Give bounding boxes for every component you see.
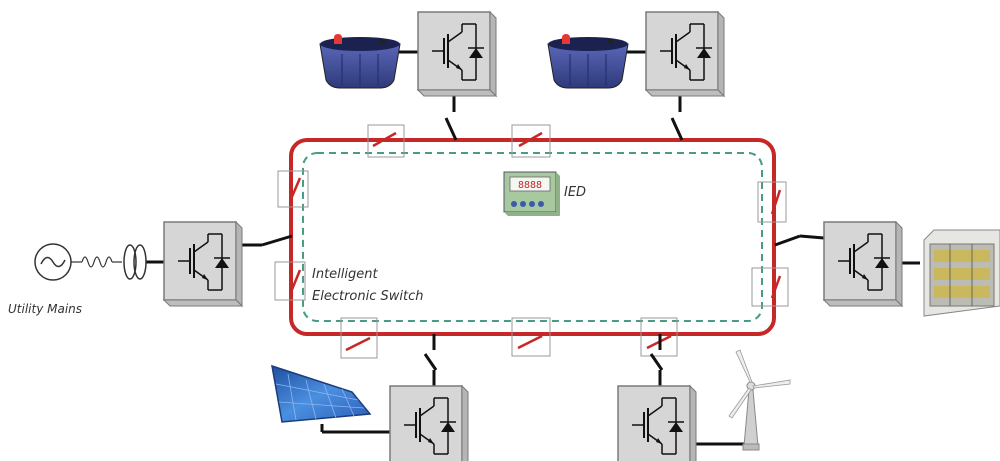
battery-icon — [547, 33, 629, 89]
converter-right — [823, 221, 903, 307]
ac-source-icon — [34, 243, 147, 281]
dashed-control-bus — [302, 152, 763, 322]
converter-left — [163, 221, 243, 307]
converter-bottom-right — [617, 385, 697, 461]
ring-bus — [289, 138, 776, 336]
switch-label-line1: Intelligent — [312, 267, 378, 282]
converter-bottom-left — [389, 385, 469, 461]
svg-text:8888: 8888 — [518, 180, 542, 191]
switch-contacts — [289, 131, 782, 352]
ied-label: IED — [564, 185, 586, 200]
ring-switches — [274, 124, 789, 359]
wind-turbine-icon — [728, 349, 791, 451]
switch-label-line2: Electronic Switch — [312, 289, 423, 304]
wires — [146, 50, 920, 446]
converter-top-right — [645, 11, 725, 97]
rack-load-icon — [923, 229, 1000, 317]
battery-icon — [319, 33, 401, 89]
converter-top-left — [417, 11, 497, 97]
utility-label: Utility Mains — [8, 302, 82, 316]
ied-controller-icon: 8888 — [503, 171, 560, 216]
solar-panel-icon — [271, 364, 372, 423]
